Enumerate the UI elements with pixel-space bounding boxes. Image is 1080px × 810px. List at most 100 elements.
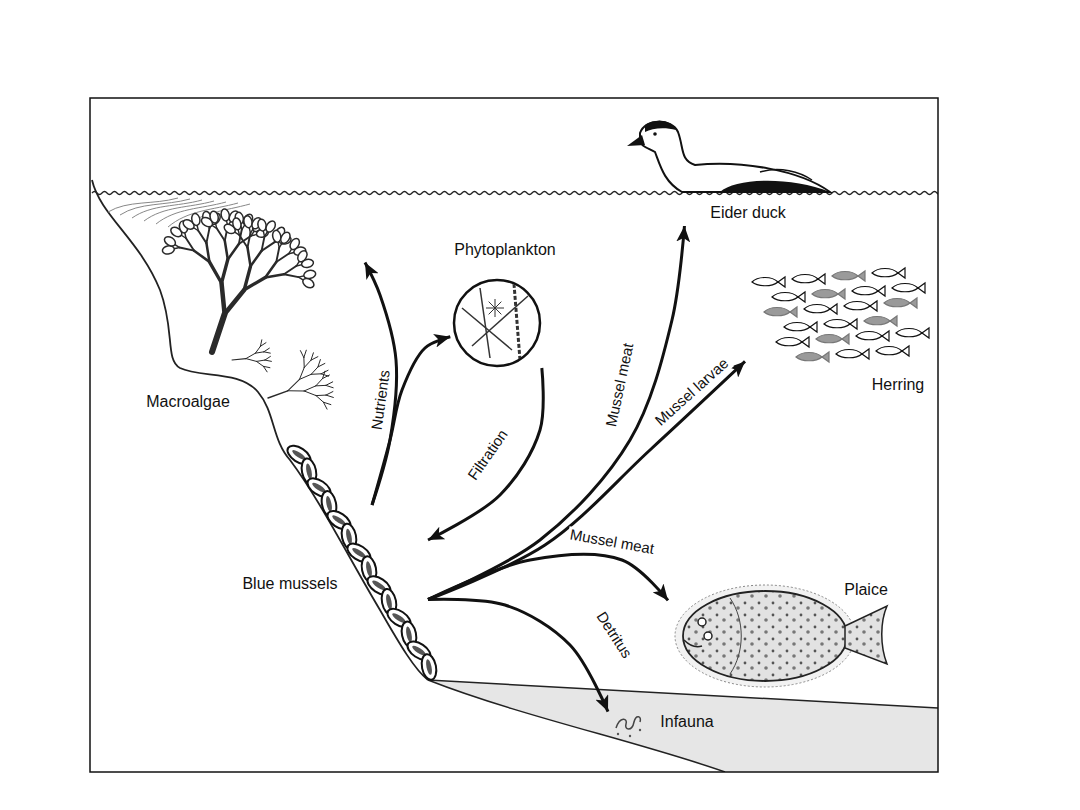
diatom-star — [495, 302, 501, 308]
circle-node: Phytoplankton — [450, 238, 552, 368]
duck-eye — [653, 132, 657, 136]
herring-fish — [776, 337, 809, 347]
algae-branch — [228, 244, 239, 259]
grain — [617, 733, 619, 735]
mussel-shade — [365, 561, 373, 578]
flow-label: Detritus — [592, 607, 636, 663]
diatom-star — [495, 308, 496, 317]
organism-label: Macroalgae — [146, 393, 230, 411]
flow-arrow — [428, 368, 543, 540]
algae-branch — [284, 266, 296, 274]
algae-branch — [222, 283, 225, 314]
plaice-eye — [704, 632, 712, 640]
diatom-star — [495, 308, 501, 314]
grain — [629, 735, 631, 737]
algae-branch — [323, 402, 327, 409]
algae-branch — [256, 360, 264, 361]
algae-bladder — [191, 213, 201, 226]
duck-cap — [645, 121, 676, 132]
sediment-edge — [428, 680, 725, 772]
herring-fish — [824, 319, 857, 329]
flow-label: Nutrients — [368, 367, 393, 433]
algae-branch — [217, 228, 225, 240]
plaice-body — [683, 591, 847, 681]
flow-label: Filtration — [464, 425, 513, 485]
algae-branch — [316, 385, 326, 386]
algae-branch — [244, 277, 265, 289]
herring-figure — [752, 268, 929, 362]
algae-branch — [326, 395, 333, 397]
herring-fish — [884, 298, 917, 308]
algae-branch — [225, 290, 245, 314]
herring-fish — [832, 271, 865, 281]
algae-branch — [304, 391, 316, 396]
algae-bladder — [301, 258, 315, 269]
algae-branch — [304, 350, 306, 357]
algae-branch — [212, 314, 225, 352]
algae-branch — [239, 235, 247, 247]
algae-branch — [260, 343, 266, 347]
algae-branch — [265, 356, 271, 360]
algae-branch — [326, 392, 333, 396]
flow-label: Mussel larvae — [651, 354, 734, 431]
algae-branch — [246, 353, 255, 358]
flow-label: Mussel meat — [603, 340, 638, 431]
algae-branch — [311, 367, 318, 374]
algae-branch — [248, 233, 251, 248]
organism-label: Infauna — [660, 713, 713, 731]
infauna-figure — [616, 717, 641, 737]
diatom-chain — [462, 308, 512, 350]
algae-branch — [316, 379, 323, 386]
algae-branch — [311, 357, 318, 361]
algae-branch — [300, 351, 303, 358]
algae-bladder — [279, 231, 292, 245]
herring-fish — [892, 283, 925, 293]
organism-node: Eider duck — [625, 118, 830, 226]
herring-fish — [804, 304, 837, 314]
algae-branch — [326, 385, 333, 387]
plaice-gill — [730, 598, 741, 674]
algae-branch — [262, 243, 274, 251]
algae-branch — [265, 274, 284, 277]
diatom-star — [489, 302, 495, 308]
seafloor-line — [428, 680, 938, 708]
organism-label: Eider duck — [710, 204, 786, 222]
mussel-figure — [284, 442, 438, 681]
organism-node: Herring — [745, 272, 935, 398]
diatom-chain — [480, 288, 490, 358]
flow-arrow — [428, 226, 684, 600]
algae-branch — [265, 360, 272, 361]
flow-label: Mussel meat — [567, 526, 658, 558]
algae-branch — [264, 348, 270, 352]
mussel-shade — [345, 528, 353, 545]
plaice-fin — [675, 585, 855, 687]
herring-fish — [876, 346, 909, 356]
algae-branch — [206, 229, 209, 244]
flow-arrow — [428, 599, 608, 711]
organism-label: Plaice — [844, 581, 888, 599]
plaice-mouth — [684, 640, 702, 647]
organism-label: Herring — [872, 376, 924, 394]
herring-fish — [792, 274, 825, 284]
algae-branch — [318, 363, 325, 367]
diatom-chain — [514, 284, 520, 360]
algae-branch — [209, 262, 221, 283]
algae-branch — [222, 259, 228, 283]
macroalgae-figure — [162, 208, 334, 409]
organism-node: Infauna — [608, 704, 720, 742]
herring-fish — [772, 292, 805, 302]
herring-fish — [764, 307, 797, 317]
plaice-tail — [845, 606, 887, 664]
mussel-shade — [385, 593, 393, 610]
diatom-star — [489, 308, 495, 314]
algae-branch — [255, 352, 263, 353]
duck-bill — [627, 135, 645, 146]
mussel-shade — [405, 626, 413, 643]
algae-branch — [304, 360, 311, 367]
eider-duck-figure — [627, 121, 830, 192]
worm — [616, 717, 640, 729]
algae-branch — [246, 359, 257, 362]
mussel-shell — [420, 653, 439, 681]
